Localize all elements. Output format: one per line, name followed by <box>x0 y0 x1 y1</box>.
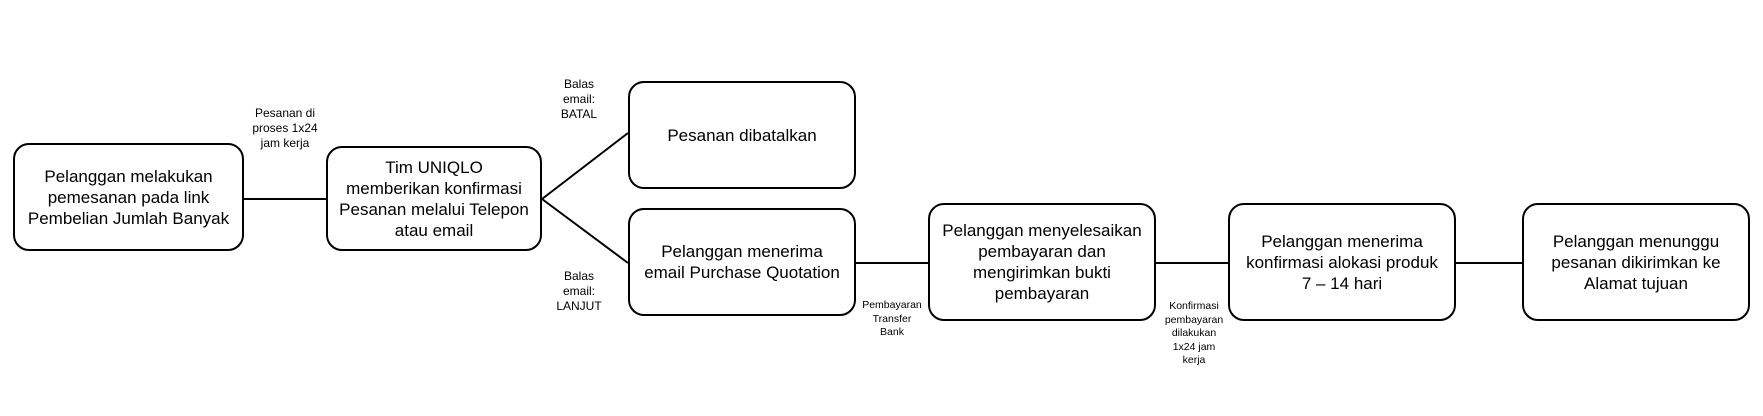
connector-confirm-cancel <box>541 132 629 200</box>
node-confirm: Tim UNIQLO memberikan konfirmasi Pesanan… <box>326 146 542 251</box>
node-payment: Pelanggan menyelesaikan pembayaran dan m… <box>928 203 1156 321</box>
connector-confirm-quotation <box>541 198 629 264</box>
label-confirm-cancel: Balas email: BATAL <box>560 77 598 121</box>
node-allocation: Pelanggan menerima konfirmasi alokasi pr… <box>1228 203 1456 321</box>
label-payment-allocation: Konfirmasi pembayaran dilakukan 1x24 jam… <box>1164 300 1224 366</box>
label-confirm-continue: Balas email: LANJUT <box>556 269 602 313</box>
node-cancelled: Pesanan dibatalkan <box>628 81 856 189</box>
node-order: Pelanggan melakukan pemesanan pada link … <box>13 143 244 251</box>
node-shipping: Pelanggan menunggu pesanan dikirimkan ke… <box>1522 203 1750 321</box>
label-order-confirm: Pesanan di proses 1x24 jam kerja <box>252 106 318 150</box>
node-quotation: Pelanggan menerima email Purchase Quotat… <box>628 208 856 316</box>
label-quotation-payment: Pembayaran Transfer Bank <box>862 299 922 338</box>
